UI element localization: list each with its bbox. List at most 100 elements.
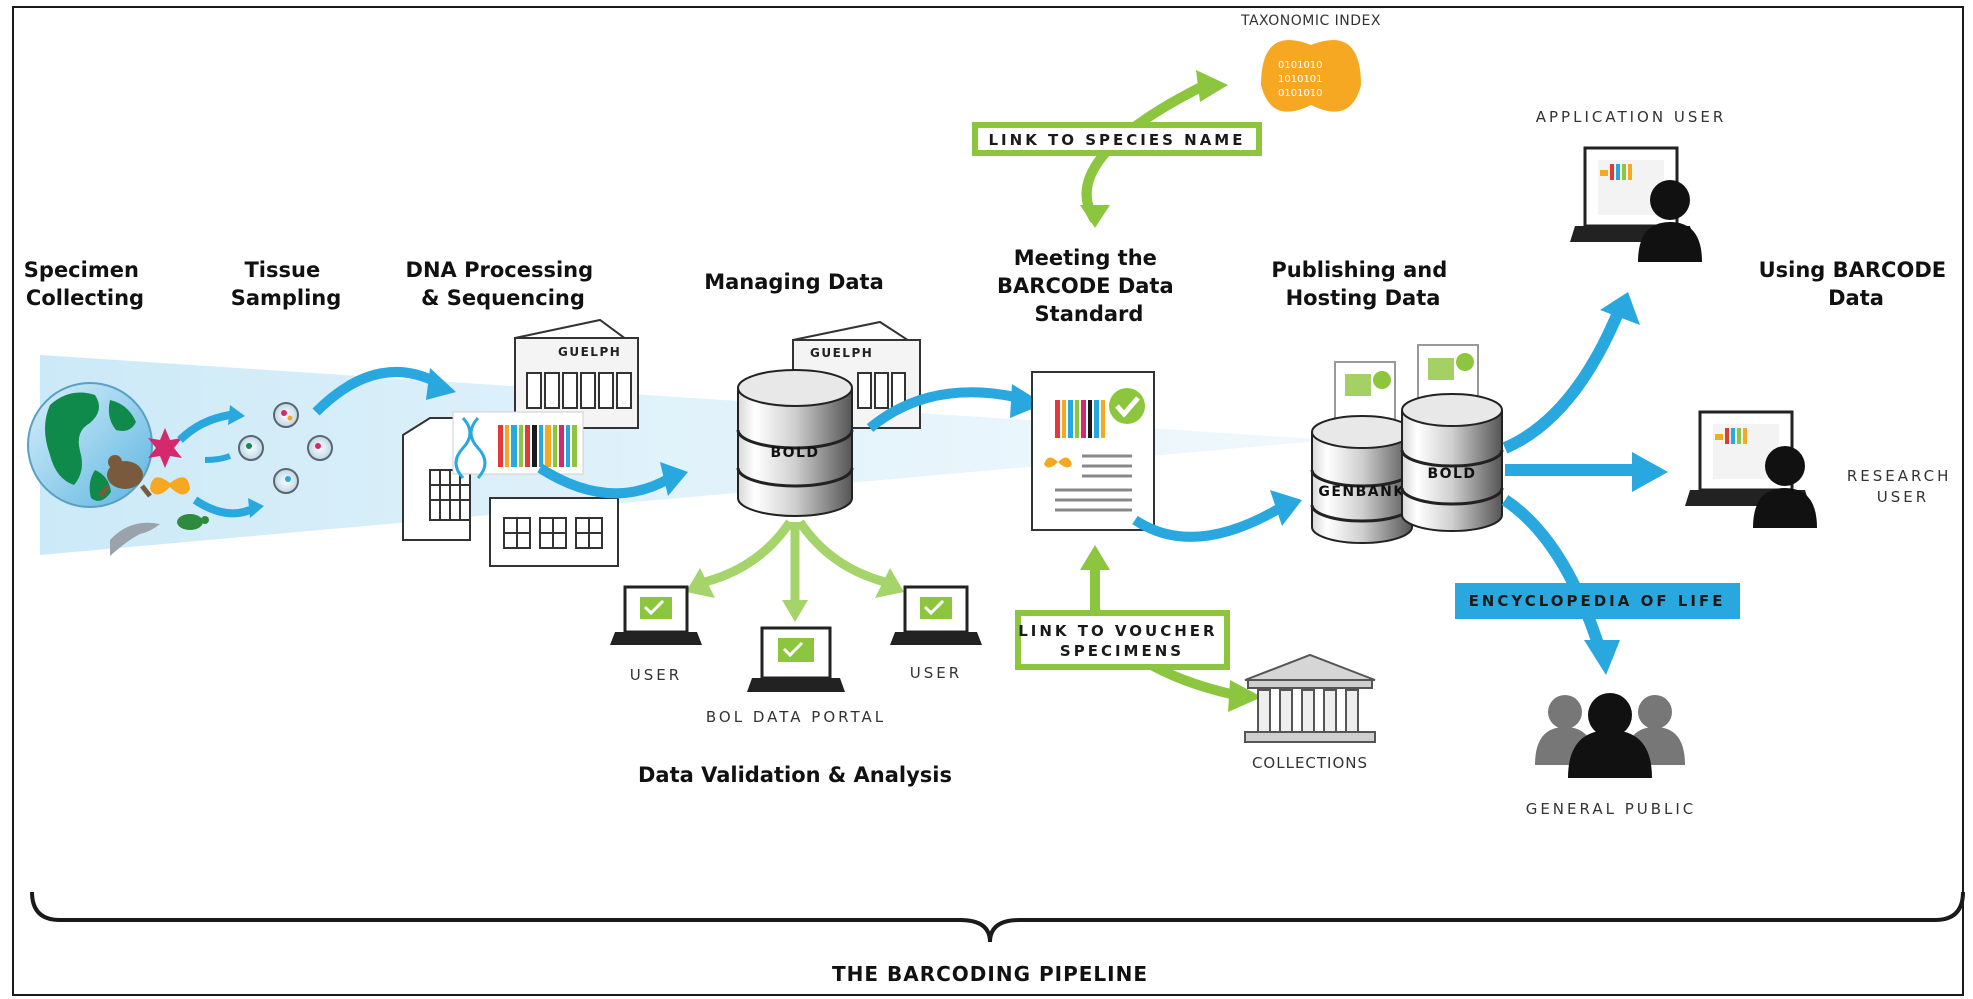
laptop-icon-user-left — [610, 585, 702, 645]
arrowhead-application — [1600, 292, 1640, 325]
stage-title-managing-data: Managing Data — [704, 270, 884, 294]
bold-publish-label: BOLD — [1427, 466, 1476, 482]
research-user-label: RESEARCH USER — [1847, 467, 1959, 506]
managing-line-1: Managing Data — [704, 270, 884, 294]
checkmark-icon — [1115, 396, 1140, 418]
publishing-line-2: Hosting Data — [1286, 286, 1441, 310]
pipeline-beam — [40, 355, 1330, 555]
genbank-label: GENBANK — [1318, 484, 1405, 500]
arrow-publishing-to-application — [1502, 305, 1626, 454]
user-left-label: USER — [630, 666, 682, 684]
taxonomic-butterfly-icon: 0101010 1010101 0101010 — [1261, 40, 1361, 112]
group-people-icon — [1535, 693, 1685, 778]
laptop-person-icon-research — [1685, 410, 1817, 528]
arrowhead-voucher-up — [1080, 545, 1110, 570]
arrow-specimen-to-tissue-bottom — [192, 496, 252, 518]
dna-helix-icon — [454, 416, 487, 480]
arrowhead-user-left — [686, 568, 715, 598]
arrowhead-public — [1584, 640, 1620, 675]
stage-title-meeting-standard: Meeting the BARCODE Data Standard — [997, 246, 1181, 326]
stage-title-data-validation: Data Validation & Analysis — [638, 763, 952, 787]
bold-publish-database-icon: BOLD — [1400, 344, 1504, 532]
frog-icon — [98, 455, 152, 498]
validation-arrows — [703, 519, 887, 602]
bol-portal-label: BOL DATA PORTAL — [706, 708, 886, 726]
arrow-standard-to-publishing — [1132, 500, 1288, 542]
arrowhead-standard-publishing — [1270, 490, 1302, 526]
using-line-2: Data — [1828, 286, 1884, 310]
arrow-tissue-to-dna — [312, 367, 439, 416]
arrow-specimen-to-tissue-top — [177, 411, 231, 443]
meeting-line-3: Standard — [1035, 302, 1144, 326]
specimen-line-1: Specimen — [24, 258, 139, 282]
bold-database-icon: BOLD — [736, 369, 854, 517]
arrow-dna-to-managing — [537, 463, 673, 499]
guelph-label-1: GUELPH — [558, 345, 621, 359]
fish-icon — [110, 522, 160, 556]
tissue-line-2: Sampling — [231, 286, 342, 310]
research-line-1: RESEARCH — [1847, 467, 1952, 485]
stage-title-publishing: Publishing and Hosting Data — [1271, 258, 1454, 310]
footer-title: THE BARCODING PIPELINE — [832, 962, 1148, 986]
stage-title-using-data: Using BARCODE Data — [1759, 258, 1954, 310]
eol-text: ENCYCLOPEDIA OF LIFE — [1469, 592, 1726, 610]
genbank-database-icon: GENBANK — [1310, 361, 1414, 544]
dna-line-2: & Sequencing — [421, 286, 585, 310]
arrowhead-user-right — [875, 568, 904, 598]
stage-title-tissue-sampling: Tissue Sampling — [231, 258, 342, 310]
butterfly-icon — [150, 477, 190, 495]
general-public-label: GENERAL PUBLIC — [1526, 800, 1697, 818]
stage-title-specimen-collecting: Specimen Collecting — [24, 258, 146, 310]
standard-barcode-stripes — [1055, 400, 1105, 438]
laptop-icon-user-right — [890, 585, 982, 645]
flower-icon — [148, 428, 182, 468]
link-species-tag: LINK TO SPECIES NAME — [972, 122, 1262, 156]
arrowhead-bol-portal — [782, 600, 808, 622]
tissue-line-1: Tissue — [244, 258, 320, 282]
collections-label: COLLECTIONS — [1252, 754, 1368, 772]
arrowhead-collections — [1228, 680, 1262, 712]
lab-building-small-right — [489, 497, 619, 567]
arrowhead-specimen-tissue-bottom — [248, 498, 264, 518]
eol-tag: ENCYCLOPEDIA OF LIFE — [1455, 583, 1740, 619]
specimen-line-2: Collecting — [26, 286, 144, 310]
dna-line-1: DNA Processing — [406, 258, 594, 282]
binary-line-2: 1010101 — [1278, 74, 1323, 85]
arrow-publishing-to-public — [1501, 495, 1606, 652]
arrowhead-tissue-dna — [426, 368, 456, 400]
link-species-text: LINK TO SPECIES NAME — [989, 131, 1246, 149]
dna-barcode-card — [452, 411, 584, 480]
arrowhead-species-down — [1080, 205, 1110, 228]
taxonomic-index-label: TAXONOMIC INDEX — [1240, 13, 1381, 29]
arrowhead-dna-managing — [660, 462, 688, 496]
meeting-line-1: Meeting the — [1014, 246, 1157, 270]
link-voucher-text: LINK TO VOUCHER SPECIMENS — [1018, 622, 1226, 660]
research-line-2: USER — [1877, 488, 1929, 506]
arrowhead-taxonomy — [1196, 70, 1228, 102]
dna-barcode-stripes — [498, 425, 577, 467]
arrowhead-specimen-tissue-top — [228, 405, 245, 425]
binary-line-3: 0101010 — [1278, 88, 1323, 99]
pipeline-brace — [30, 891, 1965, 943]
binary-line-1: 0101010 — [1278, 60, 1323, 71]
bold-main-label: BOLD — [770, 445, 819, 461]
application-user-label: APPLICATION USER — [1536, 108, 1727, 126]
globe-icon — [27, 382, 153, 508]
link-voucher-tag: LINK TO VOUCHER SPECIMENS — [1015, 610, 1230, 670]
voucher-line-2: SPECIMENS — [1060, 642, 1184, 660]
tissue-sample-dishes — [238, 402, 333, 494]
laptop-person-icon-application — [1570, 146, 1702, 262]
arrowhead-research — [1632, 452, 1668, 492]
using-line-1: Using BARCODE — [1759, 258, 1947, 282]
museum-icon — [1244, 653, 1376, 743]
voucher-line-1: LINK TO VOUCHER — [1018, 622, 1217, 640]
stage-title-dna-processing: DNA Processing & Sequencing — [406, 258, 601, 310]
laptop-icon-bol-portal — [747, 626, 845, 692]
arrow-specimen-mid — [204, 453, 232, 463]
meeting-line-2: BARCODE Data — [997, 274, 1174, 298]
arrowhead-managing-standard — [1010, 384, 1044, 418]
user-right-label: USER — [910, 664, 962, 682]
guelph-label-2: GUELPH — [810, 346, 873, 360]
publishing-line-1: Publishing and — [1271, 258, 1447, 282]
